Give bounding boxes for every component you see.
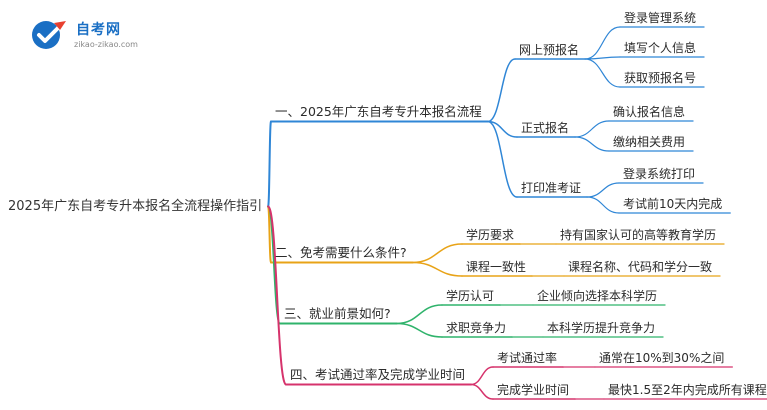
branch-4-item-2: 完成学业时间 bbox=[497, 383, 570, 397]
branch-2-item-1-leaf-1: 持有国家认可的高等教育学历 bbox=[560, 228, 717, 242]
branch-1-item-3-leaf-1: 登录系统打印 bbox=[623, 167, 696, 181]
connector-branch-4-item-2 bbox=[470, 383, 494, 400]
branch-3-item-2: 求职竞争力 bbox=[446, 321, 507, 335]
branch-1-item-1-leaf-2: 填写个人信息 bbox=[624, 41, 697, 55]
connector-branch-1-item-1-leaf-1 bbox=[584, 26, 621, 60]
branch-3-title: 三、就业前景如何? bbox=[284, 306, 391, 321]
branch-1-item-3: 打印准考证 bbox=[521, 181, 582, 195]
branch-1-item-1-leaf-3: 获取预报名号 bbox=[624, 71, 697, 85]
branch-2-title: 二、免考需要什么条件? bbox=[275, 245, 407, 260]
logo-url: zikao-zikao.com bbox=[74, 40, 138, 49]
connector-branch-1-item-1-leaf-3 bbox=[584, 58, 621, 88]
branch-3-item-1-leaf-1: 企业倾向选择本科学历 bbox=[537, 289, 658, 303]
branch-4-title: 四、考试通过率及完成学业时间 bbox=[290, 367, 466, 382]
branch-1-item-1-leaf-1: 登录管理系统 bbox=[624, 11, 697, 25]
site-logo: 自考网 zikao-zikao.com bbox=[30, 16, 142, 56]
branch-3-item-1: 学历认可 bbox=[446, 289, 495, 303]
branch-1-item-2: 正式报名 bbox=[521, 121, 570, 135]
connector-root-branch-2 bbox=[267, 205, 272, 264]
connector-branch-1-item-2-leaf-1 bbox=[574, 120, 610, 138]
connector-branch-1-item-1 bbox=[487, 58, 516, 123]
connector-branch-3-item-1 bbox=[395, 304, 443, 325]
branch-3-item-2-leaf-1: 本科学历提升竞争力 bbox=[547, 321, 656, 335]
connector-branch-2-item-2 bbox=[411, 261, 463, 277]
root-topic: 2025年广东自考专升本报名全流程操作指引 bbox=[8, 199, 263, 214]
branch-1-item-2-leaf-2: 缴纳相关费用 bbox=[613, 135, 686, 149]
branch-1-item-3-leaf-2: 考试前10天内完成 bbox=[623, 197, 723, 211]
logo-title: 自考网 bbox=[76, 22, 121, 38]
connector-branch-1-item-3 bbox=[487, 120, 518, 198]
branch-2-item-2-leaf-1: 课程名称、代码和学分一致 bbox=[568, 260, 713, 274]
connector-root-branch-4 bbox=[267, 205, 287, 386]
connector-root-branch-1 bbox=[267, 120, 272, 208]
connector-branch-1-item-3-leaf-2 bbox=[586, 196, 620, 214]
connector-branch-1-item-2 bbox=[487, 120, 518, 138]
connector-branch-4-item-1 bbox=[470, 366, 494, 386]
mindmap-canvas: 自考网 zikao-zikao.com 2025年广东自考专升本报名全流程操作指… bbox=[8, 11, 767, 400]
branch-1-item-2-leaf-1: 确认报名信息 bbox=[613, 105, 686, 119]
branch-1-title: 一、2025年广东自考专升本报名流程 bbox=[275, 104, 482, 119]
branch-1-item-1: 网上预报名 bbox=[519, 43, 580, 57]
connector-branch-3-item-2 bbox=[395, 322, 443, 338]
branch-2-item-2: 课程一致性 bbox=[466, 260, 527, 274]
connector-branch-1-item-3-leaf-1 bbox=[586, 182, 620, 198]
connector-branch-1-item-2-leaf-2 bbox=[574, 136, 610, 152]
branch-4-item-1-leaf-1: 通常在10%到30%之间 bbox=[599, 351, 725, 365]
branch-2-item-1: 学历要求 bbox=[466, 228, 515, 242]
branch-4-item-2-leaf-1: 最快1.5至2年内完成所有课程 bbox=[608, 383, 767, 397]
connector-layer bbox=[267, 26, 767, 400]
logo-mark-icon bbox=[32, 21, 66, 49]
branch-4-item-1: 考试通过率 bbox=[497, 351, 558, 365]
connector-branch-2-item-1 bbox=[411, 243, 463, 264]
